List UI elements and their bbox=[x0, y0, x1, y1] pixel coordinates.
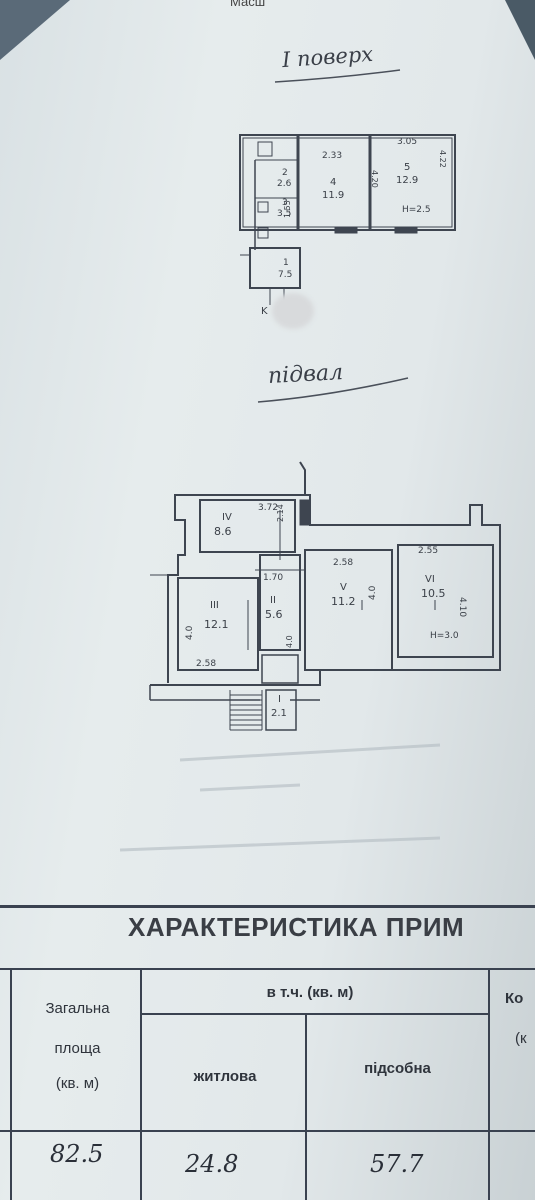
b-height: H=3.0 bbox=[430, 631, 459, 641]
ff-room-1-area: 7.5 bbox=[278, 270, 292, 280]
col-cut-header: Ко bbox=[505, 990, 524, 1007]
b-dim-d5: 2.55 bbox=[418, 546, 438, 556]
b-room-2-area: 5.6 bbox=[265, 608, 283, 621]
ff-dim-d5: 1.55 bbox=[283, 200, 292, 218]
first-floor-underline bbox=[274, 69, 401, 83]
ff-room-4-num: 4 bbox=[330, 177, 336, 188]
total-area-value: 82.5 bbox=[50, 1140, 104, 1168]
b-dim-d1: 3.72 bbox=[258, 503, 278, 513]
redacted-blur bbox=[272, 293, 314, 329]
bleed-through-marks bbox=[119, 743, 441, 852]
ff-dim-d3: 4.20 bbox=[370, 170, 379, 188]
ff-dim-d2: 3.05 bbox=[397, 137, 417, 147]
b-dim-d6: 4.0 bbox=[185, 625, 195, 640]
col-total-line3: (кв. м) bbox=[55, 1075, 100, 1092]
col-auxiliary: підсобна bbox=[364, 1060, 431, 1077]
ff-room-4-area: 11.9 bbox=[322, 190, 344, 201]
b-room-5-area: 11.2 bbox=[331, 595, 356, 608]
col-total-line1: Загальна bbox=[45, 1000, 110, 1017]
header-cut-text: Масш bbox=[230, 0, 266, 9]
table-group-rule bbox=[140, 1013, 490, 1015]
ff-dim-d4: 4.22 bbox=[438, 150, 447, 168]
ff-room-5-area: 12.9 bbox=[396, 175, 418, 186]
b-room-3-num: III bbox=[210, 600, 219, 611]
first-floor-plan bbox=[239, 134, 456, 305]
ff-height: H=2.5 bbox=[402, 205, 431, 215]
table-value-rule bbox=[0, 1130, 535, 1132]
b-dim-d9: 4.0 bbox=[285, 635, 294, 648]
basement-stairs bbox=[229, 689, 297, 731]
table-col-line-2 bbox=[305, 1015, 307, 1200]
b-room-4-num: IV bbox=[222, 512, 232, 523]
basement-plan bbox=[149, 461, 501, 701]
b-room-4-area: 8.6 bbox=[214, 525, 232, 538]
b-room-5-num: V bbox=[340, 582, 347, 593]
col-cut-sub: (к bbox=[515, 1030, 527, 1047]
basement-labels: IV 8.6 III 12.1 II 5.6 V 11.2 VI 10.5 I … bbox=[185, 503, 467, 719]
b-dim-d3: 1.70 bbox=[263, 573, 283, 583]
table-col-line-0 bbox=[10, 970, 12, 1200]
table-top-rule bbox=[0, 905, 535, 908]
b-dim-d7: 4.0 bbox=[368, 585, 378, 600]
table-title: ХАРАКТЕРИСТИКА ПРИМ bbox=[128, 912, 465, 942]
b-dim-d4: 2.58 bbox=[333, 558, 353, 568]
b-dim-d10: 2.58 bbox=[196, 659, 216, 669]
col-living: житлова bbox=[193, 1068, 257, 1085]
b-room-3-area: 12.1 bbox=[204, 618, 229, 631]
b-room-6-area: 10.5 bbox=[421, 587, 446, 600]
ff-entry-label: K bbox=[261, 306, 268, 317]
table-col-line-1 bbox=[140, 970, 142, 1200]
table-header-rule bbox=[0, 968, 535, 970]
basement-underline bbox=[257, 377, 409, 403]
auxiliary-area-value: 57.7 bbox=[370, 1150, 424, 1178]
ff-room-1-num: 1 bbox=[283, 258, 289, 268]
table-col-line-3 bbox=[488, 968, 490, 1200]
ff-room-2-area: 2.6 bbox=[277, 179, 292, 189]
b-dim-d8: 4.10 bbox=[457, 597, 467, 617]
ff-dim-d1: 2.33 bbox=[322, 151, 342, 161]
b-room-1-num: I bbox=[278, 694, 281, 705]
b-dim-d2: 2.14 bbox=[276, 504, 285, 522]
b-room-1-area: 2.1 bbox=[271, 708, 287, 719]
b-room-6-num: VI bbox=[425, 574, 435, 585]
living-area-value: 24.8 bbox=[185, 1150, 239, 1178]
group-header: в т.ч. (кв. м) bbox=[266, 984, 354, 1001]
ff-room-5-num: 5 bbox=[404, 162, 410, 173]
floor-plans: 2 2.6 3 3.5 4 11.9 5 12.9 1 7.5 2.33 3.0… bbox=[119, 69, 501, 852]
col-total-line2: площа bbox=[54, 1040, 101, 1057]
ff-room-3-area: 3.5 bbox=[277, 209, 291, 219]
ff-room-3-num: 3 bbox=[282, 198, 288, 208]
b-room-2-num: II bbox=[270, 595, 276, 606]
first-floor-labels: 2 2.6 3 3.5 4 11.9 5 12.9 1 7.5 2.33 3.0… bbox=[261, 137, 447, 317]
ff-room-2-num: 2 bbox=[282, 168, 288, 178]
